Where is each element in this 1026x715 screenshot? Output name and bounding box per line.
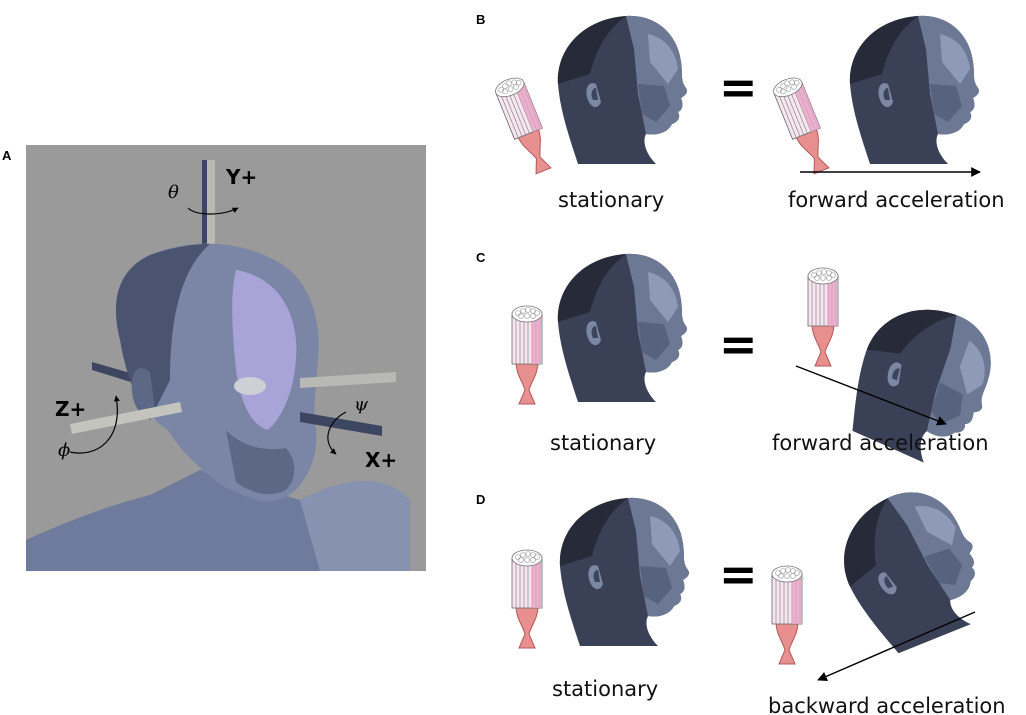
panel-b-left-caption: stationary (558, 188, 664, 212)
y-axis-label: Y+ (225, 165, 257, 189)
panel-c-left-caption: stationary (550, 431, 656, 455)
z-axis-bar (70, 402, 182, 434)
panel-a-3d-head: Y+ Z+ X+ θ ϕ ψ (26, 145, 426, 571)
panel-a-label: A (2, 148, 12, 163)
panel-b-label: B (476, 12, 485, 27)
x-axis-bar (300, 412, 382, 436)
otolith-upright (807, 267, 839, 367)
head-profile (557, 15, 687, 164)
otolith-tilted-back (770, 73, 836, 177)
panel-b-right-caption: forward acceleration (788, 188, 1005, 212)
ear (131, 368, 156, 417)
panel-c-right-caption: forward acceleration (772, 431, 989, 455)
panel-d-right-scene (771, 475, 1000, 665)
phi-rotation-arrow (69, 395, 120, 454)
panel-c-left-scene (511, 253, 687, 405)
head-profile (557, 253, 687, 402)
y-axis-bar (206, 160, 215, 260)
panel-b-left-scene (492, 15, 687, 177)
panel-d-left-caption: stationary (552, 677, 658, 701)
panel-b-right-scene (770, 15, 979, 177)
backward-arrow (817, 611, 976, 681)
psi-label: ψ (354, 394, 369, 415)
panel-d-left-scene (511, 497, 689, 649)
eye (234, 377, 266, 395)
psi-rotation-arrow (327, 411, 347, 455)
head-profile (559, 497, 689, 646)
equals-sign: = (719, 60, 758, 114)
otolith-upright (511, 549, 543, 649)
theta-rotation-arrow (187, 207, 239, 215)
panel-c-label: C (476, 250, 486, 265)
head-profile-tilted-up (824, 475, 1000, 661)
theta-label: θ (168, 182, 179, 203)
forward-arrow (795, 365, 947, 426)
otolith-upright (771, 565, 803, 665)
equals-sign: = (719, 317, 758, 371)
head-profile (849, 15, 979, 164)
z-axis-label: Z+ (55, 397, 86, 421)
otolith-upright (511, 305, 543, 405)
panel-d-label: D (476, 492, 485, 507)
otolith-tilted-back (492, 73, 558, 177)
x-axis-label: X+ (365, 448, 397, 472)
panel-d-right-caption: backward acceleration (768, 694, 1006, 715)
equals-sign: = (719, 547, 758, 601)
phi-label: ϕ (58, 440, 70, 461)
